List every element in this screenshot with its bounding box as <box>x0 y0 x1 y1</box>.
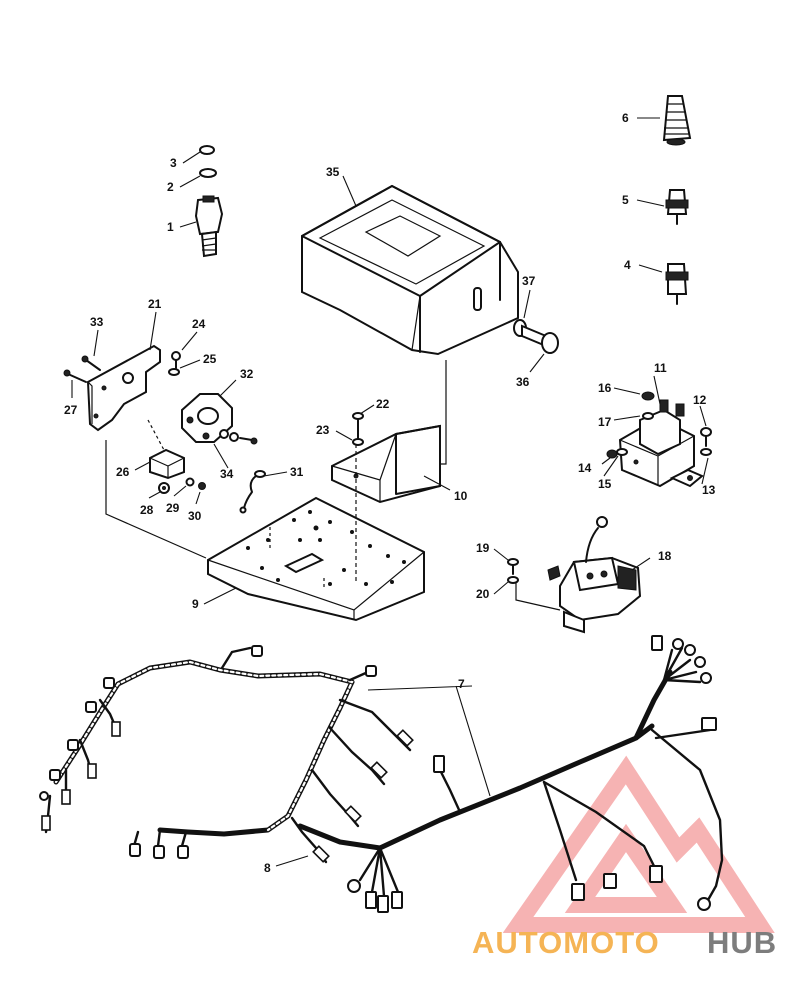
callout-16: 16 <box>598 381 612 395</box>
callout-34: 34 <box>220 467 234 481</box>
callout-15: 15 <box>598 477 612 491</box>
part-36-knob <box>521 324 559 354</box>
watermark: AUTOMOTO HUB <box>472 925 777 960</box>
callout-7: 7 <box>458 677 465 691</box>
callout-6: 6 <box>622 111 629 125</box>
part-22-screw <box>352 412 364 439</box>
part-34-hardware <box>219 429 258 445</box>
callout-21: 21 <box>148 297 162 311</box>
part-13-washer <box>700 448 712 456</box>
callout-12: 12 <box>693 393 707 407</box>
part-28-washer <box>158 482 170 494</box>
callout-17: 17 <box>598 415 612 429</box>
callout-4: 4 <box>624 258 631 272</box>
callout-28: 28 <box>140 503 154 517</box>
callout-30: 30 <box>188 509 202 523</box>
watermark-logo-icon <box>502 755 775 933</box>
harness-connectors-icon <box>39 635 717 913</box>
part-33-screw <box>81 355 101 371</box>
callout-19: 19 <box>476 541 490 555</box>
part-24-screw <box>171 351 181 369</box>
part-32-solenoid <box>181 393 233 443</box>
part-35-cover <box>301 184 519 356</box>
part-29-washer <box>185 477 195 487</box>
part-11-solenoid <box>618 399 704 488</box>
part-2-washer <box>199 168 217 178</box>
part-20-washer <box>507 576 519 584</box>
alignment-lines <box>105 360 561 611</box>
callout-9: 9 <box>192 597 199 611</box>
leader-lines <box>71 117 709 867</box>
callout-5: 5 <box>622 193 629 207</box>
callout-31: 31 <box>290 465 304 479</box>
part-1-sender <box>194 195 224 258</box>
callout-10: 10 <box>454 489 468 503</box>
callout-26: 26 <box>116 465 130 479</box>
part-31-lead <box>239 470 266 514</box>
part-10-plate <box>331 424 441 504</box>
part-26-relay <box>149 448 185 480</box>
callout-labels: 3 2 1 4 5 6 35 37 36 21 33 27 24 25 32 3… <box>64 111 716 875</box>
callout-25: 25 <box>203 352 217 366</box>
part-5-switch <box>665 189 689 225</box>
callout-18: 18 <box>658 549 672 563</box>
part-27-screw <box>63 369 87 383</box>
part-3-nut <box>199 145 215 155</box>
part-16-nut <box>641 391 655 401</box>
callout-24: 24 <box>192 317 206 331</box>
part-9-base-plate <box>207 496 425 622</box>
callout-33: 33 <box>90 315 104 329</box>
callout-20: 20 <box>476 587 490 601</box>
callout-13: 13 <box>702 483 716 497</box>
callout-2: 2 <box>167 180 174 194</box>
part-7-harness <box>39 635 724 913</box>
callout-1: 1 <box>167 220 174 234</box>
part-8-glow-plugs <box>41 698 414 864</box>
callout-14: 14 <box>578 461 592 475</box>
part-12-screw <box>700 427 712 447</box>
part-21-bracket <box>86 344 161 432</box>
callout-29: 29 <box>166 501 180 515</box>
part-4-switch <box>665 263 689 305</box>
callout-36: 36 <box>516 375 530 389</box>
part-6-boot <box>662 95 692 146</box>
part-14-nut <box>606 449 618 459</box>
watermark-text-b: HUB <box>707 925 777 960</box>
callout-27: 27 <box>64 403 78 417</box>
part-15-washer <box>616 448 628 456</box>
callout-8: 8 <box>264 861 271 875</box>
callout-11: 11 <box>654 361 667 375</box>
callout-22: 22 <box>376 397 390 411</box>
watermark-text-a: AUTOMOTO <box>472 925 660 960</box>
part-25-washer <box>168 368 180 376</box>
part-23-washer <box>352 438 364 446</box>
callout-23: 23 <box>316 423 330 437</box>
callout-3: 3 <box>170 156 177 170</box>
callout-32: 32 <box>240 367 254 381</box>
part-19-screw <box>507 558 519 575</box>
callout-35: 35 <box>326 165 340 179</box>
part-30-nut <box>198 482 206 490</box>
callout-37: 37 <box>522 274 536 288</box>
part-17-washer <box>642 412 654 420</box>
part-18-relay <box>547 516 642 634</box>
